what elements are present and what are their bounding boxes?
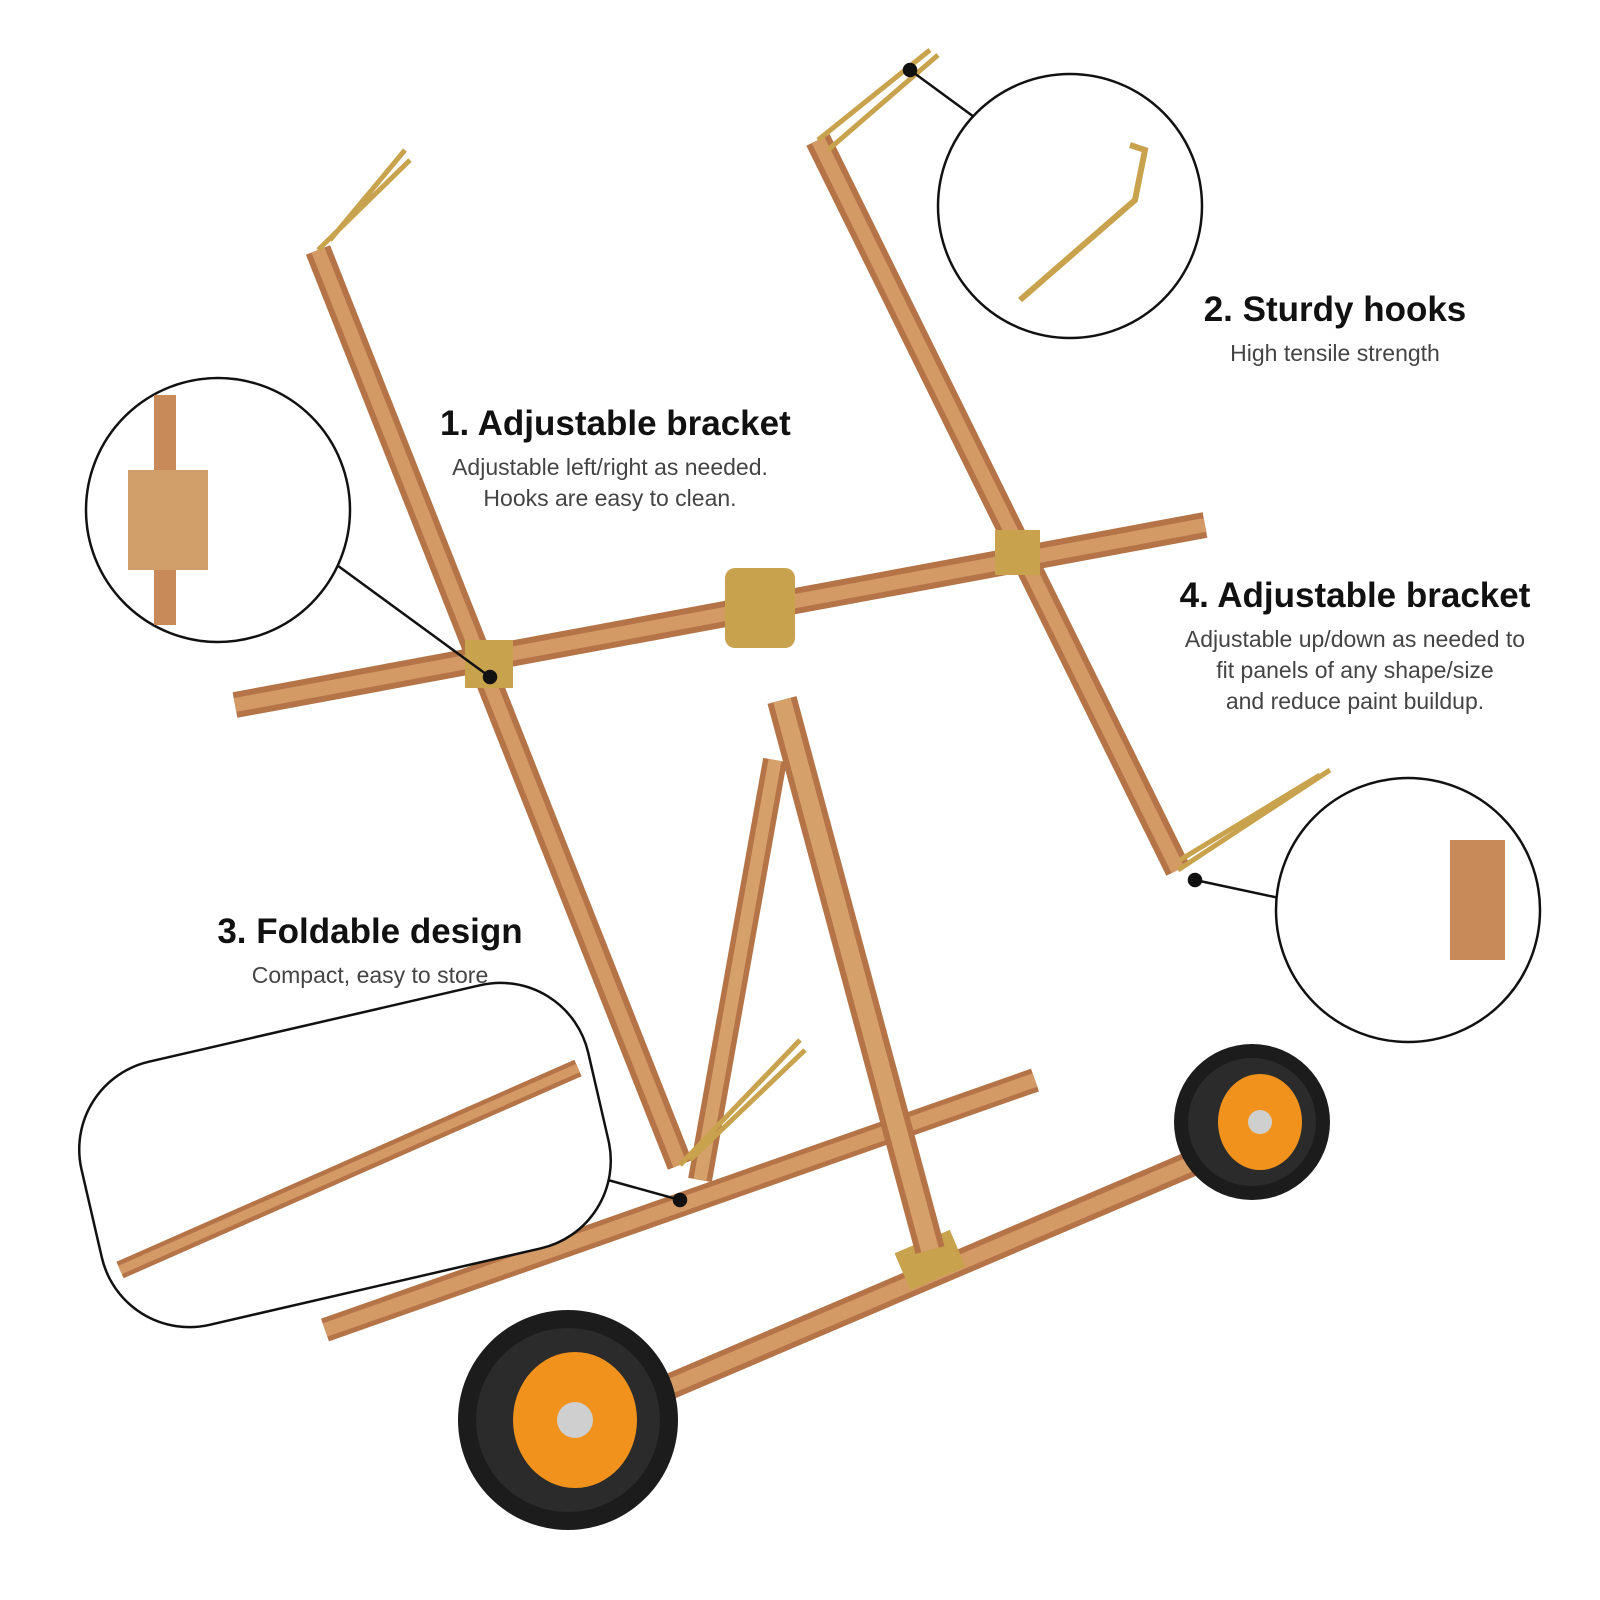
feature-4-line-2: fit panels of any shape/size — [1216, 657, 1494, 683]
feature-2-description: High tensile strength — [1200, 338, 1470, 369]
feature-1-line-2: Hooks are easy to clean. — [483, 485, 737, 511]
feature-3-title: 3. Foldable design — [217, 912, 523, 951]
feature-3-line-1: Compact, easy to store — [251, 962, 489, 988]
support-legs — [688, 696, 945, 1254]
feature-2-line-1: High tensile strength — [1230, 340, 1440, 366]
rear-wheel — [1174, 1044, 1330, 1200]
feature-1: 1. Adjustable bracket Adjustable left/ri… — [440, 404, 791, 514]
feature-4-description: Adjustable up/down as needed to fit pane… — [1160, 624, 1550, 717]
feature-4-line-3: and reduce paint buildup. — [1225, 688, 1485, 714]
feature-4: 4. Adjustable bracket Adjustable up/down… — [1160, 576, 1550, 717]
x-frame — [232, 134, 1208, 1170]
detail-callouts — [77, 62, 1542, 1329]
hooks — [316, 48, 1332, 1167]
feature-1-title: 1. Adjustable bracket — [440, 404, 791, 443]
feature-2-title: 2. Sturdy hooks — [1203, 290, 1467, 329]
feature-4-line-1: Adjustable up/down as needed to — [1184, 626, 1526, 652]
feature-3-description: Compact, easy to store — [210, 960, 530, 991]
feature-1-line-1: Adjustable left/right as needed. — [452, 454, 768, 480]
feature-3: 3. Foldable design Compact, easy to stor… — [210, 912, 530, 991]
feature-2: 2. Sturdy hooks High tensile strength — [1200, 290, 1470, 369]
feature-1-description: Adjustable left/right as needed. Hooks a… — [440, 452, 780, 514]
front-wheel — [458, 1310, 678, 1530]
feature-4-title: 4. Adjustable bracket — [1179, 576, 1531, 615]
